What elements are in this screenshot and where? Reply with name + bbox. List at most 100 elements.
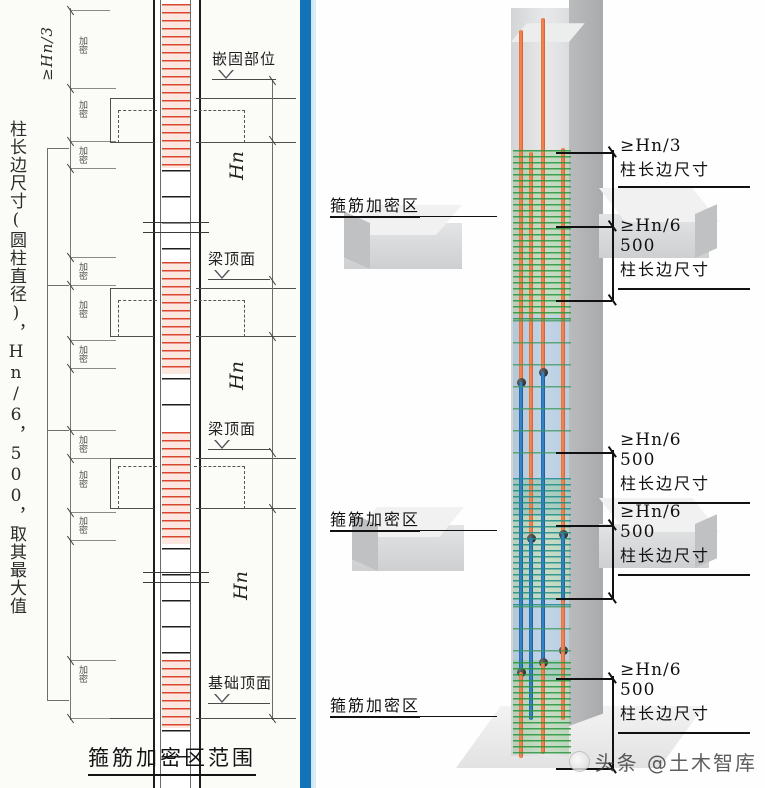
zone-label-jiami: 加密	[77, 665, 87, 683]
watermark: 头条 @土木智库	[568, 747, 757, 776]
level-triangle-icon	[214, 440, 230, 449]
level-leader-line	[208, 703, 270, 704]
extension-line	[70, 340, 116, 341]
left-callout-label: 箍筋加密区	[330, 692, 421, 718]
beam-line	[196, 288, 296, 289]
normal-stirrup-zone	[162, 378, 190, 428]
zone-label-jiami: 加密	[77, 300, 87, 318]
dimension-extension	[556, 300, 612, 302]
dense-stirrup-band	[513, 150, 571, 320]
vertical-caption: 柱长边尺寸(圆柱直径)，Hn/6，500，取其最大值	[6, 120, 26, 615]
zone-label-jiami: 加密	[77, 516, 87, 534]
extension-line	[70, 368, 116, 369]
dimension-extension	[556, 226, 612, 228]
zone-label-jiami: 加密	[77, 470, 87, 488]
dimension-extension	[556, 678, 612, 680]
level-triangle-icon	[218, 70, 234, 79]
level-triangle-icon	[214, 694, 230, 703]
column-side-face	[569, 0, 603, 727]
extension-line	[70, 512, 116, 513]
zone-label-jiami: 加密	[77, 36, 87, 54]
dense-stirrup-zone	[162, 432, 190, 544]
dashed-beam-outline	[194, 466, 245, 509]
left-callout-label: 箍筋加密区	[330, 506, 421, 532]
level-triangle-icon	[214, 270, 230, 279]
beam-line	[196, 458, 296, 459]
zone-label-jiami: 加密	[77, 146, 87, 164]
callout-hn6: ≥Hn/6 500 柱长边尺寸	[620, 216, 711, 279]
extension-line	[70, 285, 116, 286]
normal-stirrup-zone	[162, 548, 190, 656]
caption-bracket-arm	[47, 285, 69, 286]
callout-underline	[618, 186, 750, 188]
level-label-foundation-top: 基础顶面	[208, 674, 273, 692]
storey-height-label: Hn	[230, 571, 252, 600]
extension-line	[70, 458, 116, 459]
dimension-extension	[556, 598, 612, 600]
level-label-beam-top: 梁顶面	[208, 250, 257, 268]
column-inner-edge	[190, 0, 191, 788]
column-inner-edge	[160, 0, 161, 788]
foundation-line	[196, 718, 296, 719]
callout-hn6: ≥Hn/6 500 柱长边尺寸	[620, 430, 711, 493]
normal-stirrup-zone	[162, 730, 190, 780]
caption-bracket-arm	[47, 430, 69, 431]
callout-underline	[618, 574, 750, 576]
beam-line	[196, 508, 296, 509]
zone-label-jiami: 加密	[77, 262, 87, 280]
break-line	[143, 232, 209, 233]
dense-stirrup-zone	[162, 262, 190, 374]
left-elevation-panel: 柱长边尺寸(圆柱直径)，Hn/6，500，取其最大值 ≥Hn/3	[0, 0, 300, 788]
normal-stirrup-band	[513, 320, 571, 470]
panel-divider	[300, 0, 313, 788]
callout-hn3: ≥Hn/3 柱长边尺寸	[620, 136, 711, 179]
panel-divider-edge	[313, 0, 316, 788]
storey-height-label: Hn	[226, 151, 248, 180]
caption-bracket-arm	[47, 700, 69, 701]
extension-line	[70, 10, 110, 11]
dense-stirrup-band	[513, 662, 571, 754]
storey-height-label: Hn	[226, 361, 248, 390]
left-callout-label: 箍筋加密区	[330, 192, 421, 218]
extension-line	[70, 660, 116, 661]
beam-line	[110, 508, 154, 509]
column-3d	[497, 0, 613, 770]
level-leader-line	[208, 449, 270, 450]
level-label-anchorage: 嵌固部位	[212, 50, 277, 68]
dense-stirrup-band	[513, 478, 571, 608]
extension-line	[70, 88, 116, 89]
beam-line	[110, 98, 111, 142]
beam-line	[110, 98, 154, 99]
break-line	[143, 572, 209, 573]
dimension-spine	[70, 8, 71, 720]
callout-hn6: ≥Hn/6 500 柱长边尺寸	[620, 660, 711, 723]
beam-line	[110, 458, 111, 508]
extension-line	[70, 168, 116, 169]
callout-underline	[618, 288, 750, 290]
caption-bracket-arm	[47, 148, 69, 149]
normal-stirrup-band	[513, 606, 571, 666]
break-line	[143, 582, 209, 583]
dense-stirrup-zone	[162, 4, 190, 168]
beam-line	[196, 336, 296, 337]
dashed-beam-outline	[118, 110, 157, 143]
watermark-logo-icon	[568, 751, 590, 772]
break-line	[143, 222, 209, 223]
right-dimension-spine	[272, 80, 273, 720]
dashed-beam-outline	[194, 110, 245, 143]
extension-line	[70, 257, 116, 258]
dimension-extension	[556, 525, 612, 527]
zone-label-jiami: 加密	[77, 435, 87, 453]
beam-line	[110, 288, 111, 336]
dense-stirrup-zone	[162, 660, 190, 728]
caption-bracket	[47, 148, 48, 700]
callout-hn6: ≥Hn/6 500 柱长边尺寸	[620, 502, 711, 565]
zone-label-jiami: 加密	[77, 345, 87, 363]
watermark-text: 头条 @土木智库	[594, 751, 757, 775]
level-label-beam-top: 梁顶面	[208, 420, 257, 438]
figure-title: 箍筋加密区范围	[88, 742, 256, 776]
right-3d-panel: 箍筋加密区 箍筋加密区 箍筋加密区 ≥Hn/3 柱长边尺寸 ≥Hn/6 500 …	[316, 0, 765, 788]
dashed-beam-outline	[118, 466, 157, 509]
dashed-beam-outline	[194, 300, 245, 337]
